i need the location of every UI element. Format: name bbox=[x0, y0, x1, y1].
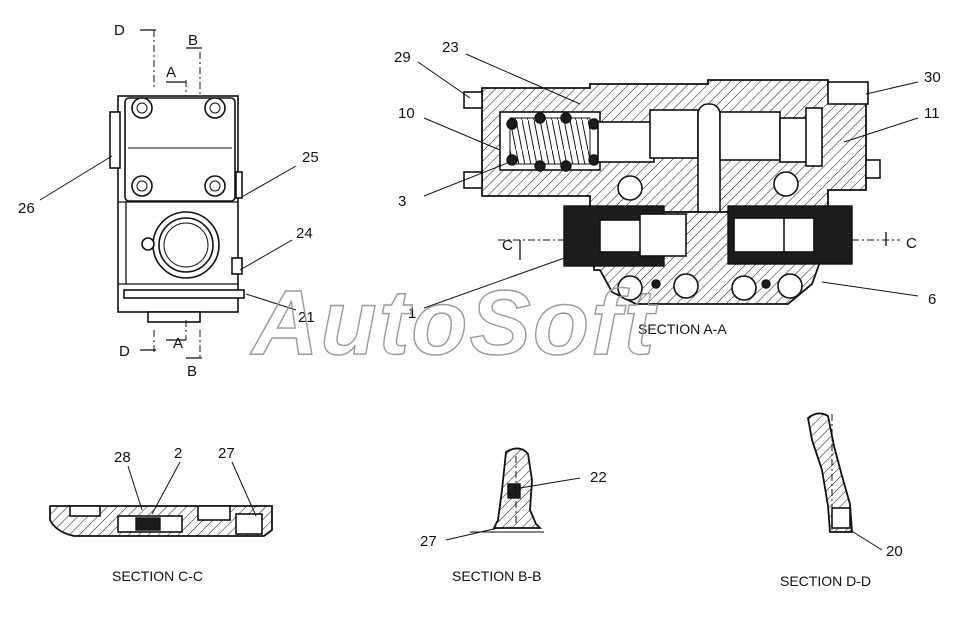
section-bb-drawing bbox=[470, 447, 544, 533]
callout-20: 20 bbox=[886, 543, 903, 560]
section-bb-title: SECTION B-B bbox=[452, 568, 541, 584]
section-dd-title: SECTION D-D bbox=[780, 573, 871, 589]
marker-c-right: C bbox=[906, 235, 917, 252]
callout-6: 6 bbox=[928, 291, 936, 308]
pin bbox=[123, 289, 245, 299]
section-dd-drawing bbox=[807, 412, 853, 533]
callout-25: 25 bbox=[302, 149, 319, 166]
callout-22: 22 bbox=[590, 469, 607, 486]
section-cc-title: SECTION C-C bbox=[112, 568, 203, 584]
callout-1: 1 bbox=[408, 305, 416, 322]
marker-a-bottom: A bbox=[173, 335, 183, 352]
callout-27-bb: 27 bbox=[420, 533, 437, 550]
marker-a-top: A bbox=[166, 64, 176, 81]
callout-10: 10 bbox=[398, 105, 415, 122]
bolt-head bbox=[131, 97, 153, 119]
section-aa-title: SECTION A-A bbox=[638, 321, 727, 337]
bolt-head bbox=[204, 97, 226, 119]
callout-29: 29 bbox=[394, 49, 411, 66]
autosoft-watermark: AutoSoft bbox=[250, 272, 658, 374]
callout-2: 2 bbox=[174, 445, 182, 462]
callout-11: 11 bbox=[924, 105, 940, 122]
marker-d-top: D bbox=[114, 22, 125, 39]
section-aa-drawing bbox=[463, 79, 900, 305]
callout-30: 30 bbox=[924, 69, 941, 86]
section-cc-drawing bbox=[49, 505, 273, 537]
marker-b-bottom: B bbox=[187, 363, 197, 380]
callout-24: 24 bbox=[296, 225, 313, 242]
callout-27-cc: 27 bbox=[218, 445, 235, 462]
marker-d-bottom: D bbox=[119, 343, 130, 360]
callout-26: 26 bbox=[18, 200, 35, 217]
callout-28: 28 bbox=[114, 449, 131, 466]
callout-3: 3 bbox=[398, 193, 406, 210]
marker-b-top: B bbox=[188, 32, 198, 49]
callout-21: 21 bbox=[298, 309, 315, 326]
callout-23: 23 bbox=[442, 39, 459, 56]
marker-c-left: C bbox=[502, 237, 513, 254]
valve-front-view bbox=[109, 29, 245, 359]
bolt-head bbox=[131, 175, 153, 197]
bolt-head bbox=[204, 175, 226, 197]
